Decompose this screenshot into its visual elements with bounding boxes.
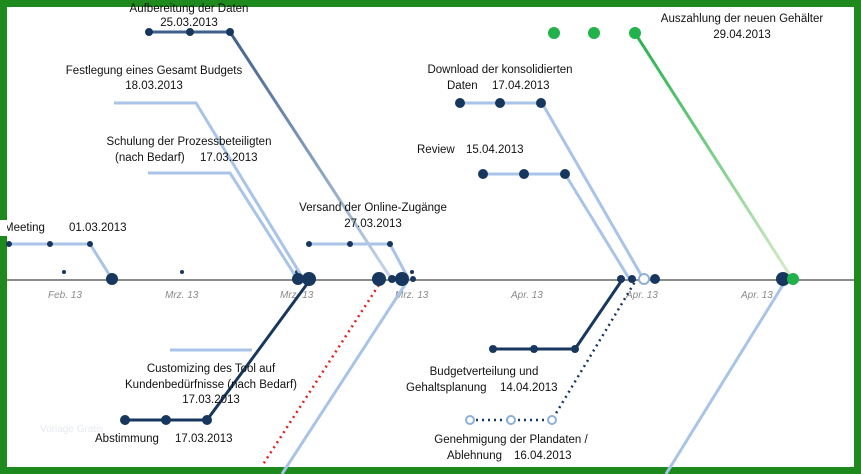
- dots-meeting: [6, 241, 93, 247]
- label-versand-date: 27.03.2013: [344, 218, 402, 230]
- connector-dotted-red: [260, 279, 384, 467]
- label-meeting-title: Meeting: [4, 222, 45, 234]
- connector-versand: [307, 242, 410, 279]
- label-auszahlung-title: Auszahlung der neuen Gehälter: [661, 13, 824, 25]
- connector-lower-a: [280, 279, 410, 474]
- dots-auszahlung: [548, 27, 641, 39]
- dots-abstimmung: [120, 415, 212, 425]
- label-abstimmung-date: 17.03.2013: [175, 433, 233, 445]
- label-genehmigung-line2: Ablehnung: [447, 450, 502, 462]
- dots-download: [455, 98, 546, 108]
- connector-auszahlung: [633, 32, 795, 281]
- label-review-title: Review: [417, 144, 455, 156]
- connector-lower-b: [664, 279, 788, 474]
- axis-tick-label: Apr. 13: [510, 290, 543, 301]
- label-customizing-date: 17.03.2013: [182, 394, 240, 406]
- label-download-line2: Daten: [447, 80, 478, 92]
- label-schulung-line2: (nach Bedarf): [115, 152, 185, 164]
- connector-download: [460, 101, 646, 281]
- label-review-date: 15.04.2013: [466, 144, 524, 156]
- connector-meeting: [7, 242, 114, 280]
- label-versand-title: Versand der Online-Zugänge: [299, 202, 447, 214]
- dots-budgetverteilung: [489, 345, 579, 353]
- dots-aufbereitung: [145, 28, 234, 36]
- label-genehmigung-line1: Genehmigung der Plandaten /: [434, 434, 588, 446]
- label-schulung-line1: Schulung der Prozessbeteiligten: [107, 136, 272, 148]
- label-gesamtbudget-title: Festlegung eines Gesamt Budgets: [66, 65, 243, 77]
- axis-tick-label: Apr. 13: [625, 290, 658, 301]
- connector-gesamtbudget: [114, 101, 306, 281]
- label-download-date: 17.04.2013: [492, 80, 550, 92]
- axis-tick-label: Feb. 13: [48, 290, 82, 301]
- label-abstimmung-title: Abstimmung: [95, 433, 159, 445]
- watermark: Vorlage Gratis: [40, 424, 103, 435]
- axis-tick-label: Apr. 13: [740, 290, 773, 301]
- label-customizing-line1: Customizing des Tool auf: [147, 363, 276, 375]
- label-meeting-mask: [0, 220, 7, 236]
- dots-review: [478, 169, 570, 179]
- label-auszahlung-date: 29.04.2013: [713, 29, 771, 41]
- connector-schulung: [148, 171, 300, 281]
- label-meeting-date: 01.03.2013: [69, 222, 127, 234]
- label-budgetverteilung-line1: Budgetverteilung und: [430, 366, 539, 378]
- dots-versand: [306, 241, 393, 247]
- label-aufbereitung-date: 25.03.2013: [160, 17, 218, 29]
- label-customizing-line2: Kundenbedürfnisse (nach Bedarf): [125, 379, 297, 391]
- label-genehmigung-date: 16.04.2013: [514, 450, 572, 462]
- axis-tick-marks: [62, 270, 414, 274]
- axis-tick-label: Mrz. 13: [165, 290, 199, 301]
- label-schulung-date: 17.03.2013: [200, 152, 258, 164]
- label-download-line1: Download der konsolidierten: [427, 64, 572, 76]
- axis-markers: [106, 272, 799, 286]
- label-budgetverteilung-date: 14.04.2013: [500, 382, 558, 394]
- dots-genehmigung: [465, 415, 557, 425]
- label-budgetverteilung-line2: Gehaltsplanung: [406, 382, 487, 394]
- connector-review: [483, 172, 632, 281]
- label-gesamtbudget-date: 18.03.2013: [125, 80, 183, 92]
- axis-tick-label: Mrz. 13: [395, 290, 429, 301]
- label-aufbereitung-title: Aufbereitung der Daten: [130, 3, 249, 15]
